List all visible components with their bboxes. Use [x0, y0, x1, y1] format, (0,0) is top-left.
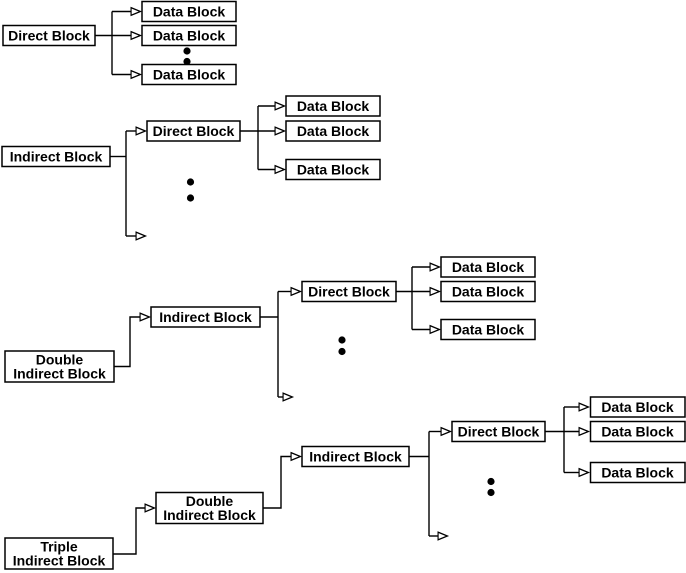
- node-label-line2: Indirect Block: [163, 507, 256, 523]
- node-box: [451, 420, 546, 443]
- node-label-line2: Indirect Block: [13, 366, 106, 382]
- section-indirect-block: Indirect Block Direct Block Data Block D…: [1, 95, 381, 236]
- node-double-indirect-block: Double Indirect Block: [155, 491, 264, 525]
- node-box: [141, 63, 237, 86]
- node-indirect-block: Indirect Block: [301, 445, 410, 468]
- node-label: Data Block: [153, 28, 226, 44]
- ellipsis-dots: [487, 477, 495, 497]
- node-data-block: Data Block: [141, 24, 237, 47]
- node-box: [440, 280, 536, 303]
- node-label: Data Block: [452, 259, 525, 275]
- section-double-indirect-block: Double Indirect Block Indirect Block Dir…: [4, 256, 536, 397]
- ellipsis-dot: [487, 477, 495, 486]
- node-box: [2, 24, 96, 47]
- node-label: Indirect Block: [10, 149, 103, 165]
- node-label: Data Block: [452, 284, 525, 300]
- node-label: Direct Block: [153, 123, 235, 139]
- node-data-block: Data Block: [440, 280, 536, 303]
- ellipsis-dot: [186, 178, 195, 186]
- ellipsis-dots: [186, 178, 195, 202]
- node-data-block: Data Block: [440, 318, 536, 341]
- node-data-block: Data Block: [589, 420, 686, 443]
- node-label: Direct Block: [8, 28, 90, 44]
- node-label-line2: Indirect Block: [13, 553, 106, 569]
- node-box: [589, 461, 686, 484]
- node-box: [141, 24, 237, 47]
- ellipsis-dots: [338, 336, 346, 356]
- node-box: [155, 491, 264, 525]
- connector-s4-root-to-double: [113, 508, 145, 555]
- node-data-block: Data Block: [589, 396, 686, 418]
- node-double-indirect-block: Double Indirect Block: [4, 350, 115, 383]
- node-label-line1: Triple: [40, 539, 78, 555]
- node-triple-indirect-block: Triple Indirect Block: [4, 537, 114, 570]
- node-indirect-block: Indirect Block: [150, 306, 261, 328]
- node-label-line1: Double: [36, 352, 84, 368]
- connector-s3-root-to-indirect: [114, 317, 140, 368]
- node-direct-block: Direct Block: [301, 280, 397, 303]
- ellipsis-dot: [338, 336, 346, 344]
- node-box: [4, 350, 115, 383]
- node-label: Data Block: [601, 465, 674, 481]
- node-indirect-block: Indirect Block: [1, 145, 111, 168]
- node-box: [141, 0, 237, 23]
- node-box: [285, 158, 381, 181]
- node-label: Data Block: [297, 98, 370, 114]
- node-box: [589, 396, 686, 418]
- ellipsis-dots: [183, 47, 191, 66]
- node-box: [440, 256, 536, 278]
- section-direct-block: Direct Block Data Block Data Block Data …: [2, 0, 237, 86]
- ellipsis-dot: [183, 47, 191, 55]
- node-label: Data Block: [601, 399, 674, 415]
- node-data-block: Data Block: [285, 120, 381, 142]
- ellipsis-dot: [487, 488, 495, 497]
- node-label: Direct Block: [308, 284, 390, 300]
- node-label: Indirect Block: [309, 449, 402, 465]
- ellipsis-dot: [186, 194, 195, 202]
- node-box: [146, 120, 241, 142]
- node-label: Data Block: [601, 424, 674, 440]
- node-data-block: Data Block: [589, 461, 686, 484]
- node-data-block: Data Block: [285, 158, 381, 181]
- node-direct-block: Direct Block: [2, 24, 96, 47]
- node-box: [301, 280, 397, 303]
- node-data-block: Data Block: [141, 63, 237, 86]
- node-box: [301, 445, 410, 468]
- node-direct-block: Direct Block: [146, 120, 241, 142]
- node-direct-block: Direct Block: [451, 420, 546, 443]
- section-triple-indirect-block: Triple Indirect Block Double Indirect Bl…: [4, 396, 686, 570]
- node-label: Indirect Block: [159, 309, 252, 325]
- node-data-block: Data Block: [285, 95, 381, 117]
- node-data-block: Data Block: [141, 0, 237, 23]
- node-label: Data Block: [153, 4, 226, 20]
- node-box: [1, 145, 111, 168]
- node-box: [589, 420, 686, 443]
- connector-s4-double-to-indirect: [263, 457, 291, 509]
- node-label: Direct Block: [458, 424, 540, 440]
- node-label: Data Block: [452, 322, 525, 338]
- node-label: Data Block: [297, 123, 370, 139]
- node-box: [440, 318, 536, 341]
- node-box: [4, 537, 114, 570]
- ellipsis-dot: [338, 347, 346, 356]
- node-box: [285, 120, 381, 142]
- node-box: [150, 306, 261, 328]
- ellipsis-dot: [183, 57, 191, 66]
- node-data-block: Data Block: [440, 256, 536, 278]
- node-label-line1: Double: [186, 493, 234, 509]
- node-label: Data Block: [153, 67, 226, 83]
- node-box: [285, 95, 381, 117]
- node-label: Data Block: [297, 162, 370, 178]
